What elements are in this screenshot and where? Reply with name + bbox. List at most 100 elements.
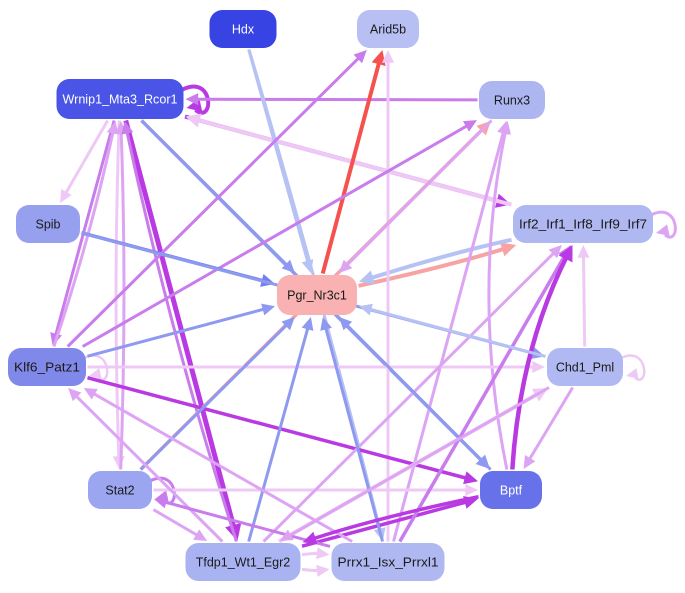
edge-Runx3-to-Pgr <box>344 119 493 268</box>
node-Runx3[interactable]: Runx3 <box>479 81 545 119</box>
edge-Stat2-to-Tfdp1 <box>152 508 200 538</box>
node-box-Arid5b[interactable] <box>357 10 419 48</box>
edge-Chd1-to-Bptf-arrowhead <box>523 454 536 469</box>
node-box-Runx3[interactable] <box>479 81 545 119</box>
edge-Pgr-to-Irf2-arrowhead <box>500 242 517 257</box>
edge-Tfdp1-to-Klf6 <box>73 393 224 543</box>
edge-Chd1-to-Pgr-arrowhead <box>359 303 373 316</box>
node-box-Spib[interactable] <box>16 205 80 243</box>
edge-Prrx1-to-Irf2 <box>398 252 568 543</box>
edge-Chd1-to-Chd1-selfloop <box>620 354 646 382</box>
node-Irf2[interactable]: Irf2_Irf1_Irf8_Irf9_Irf7 <box>513 205 653 243</box>
edge-Bptf-to-Tfdp1 <box>311 495 479 541</box>
edge-Bptf-to-Irf2-arrowhead <box>558 245 573 263</box>
edge-Runx3-to-Pgr-arrowhead <box>339 259 353 273</box>
node-box-Irf2[interactable] <box>513 205 653 243</box>
edge-Klf6-to-Pgr-arrowhead <box>261 303 275 316</box>
edge-Prrx1-to-Stat2-arrowhead <box>154 496 168 509</box>
node-box-Stat2[interactable] <box>88 471 152 509</box>
node-Klf6[interactable]: Klf6_Patz1 <box>8 348 86 386</box>
edge-Chd1-to-Bptf <box>527 386 574 462</box>
edge-Prrx1-to-Runx3 <box>392 129 506 542</box>
node-Bptf[interactable]: Bptf <box>480 471 542 509</box>
node-Arid5b[interactable]: Arid5b <box>357 10 419 48</box>
edge-Stat2-to-Tfdp1-arrowhead <box>193 529 208 541</box>
node-Prrx1[interactable]: Prrx1_Isx_Prrxl1 <box>331 543 445 581</box>
edge-Tfdp1-to-Irf2-arrowhead <box>548 245 562 259</box>
edge-Bptf-to-Tfdp1-arrowhead <box>302 531 318 545</box>
node-box-Klf6[interactable] <box>8 348 86 386</box>
edge-Klf6-to-Pgr <box>87 307 267 358</box>
edge-Stat2-to-Pgr <box>139 322 290 471</box>
edge-Chd1-to-Tfdp1-arrowhead <box>279 529 294 541</box>
edge-Tfdp1-to-Bptf <box>301 499 469 548</box>
edge-Tfdp1-to-Irf2 <box>262 250 557 543</box>
edge-Bptf-to-Pgr-arrowhead <box>338 317 353 331</box>
edge-Wrnip1-to-Spib <box>63 119 109 196</box>
node-Pgr[interactable]: Pgr_Nr3c1 <box>277 275 357 315</box>
edge-Klf6-to-Bptf-arrowhead <box>463 471 478 485</box>
edge-Prrx1-to-Pgr-arrowhead <box>320 317 332 331</box>
edge-Runx3-to-Wrnip1 <box>195 97 478 102</box>
edge-Irf2-to-Irf2-selfloop-arrowhead <box>656 224 670 237</box>
edge-Prrx1-to-Pgr <box>323 325 384 542</box>
edge-Chd1-to-Tfdp1 <box>287 386 550 538</box>
edge-Irf2-to-Wrnip1-arrowhead <box>185 113 202 128</box>
edge-Stat2-to-Bptf-arrowhead <box>465 483 478 497</box>
edge-Bptf-to-Pgr <box>344 322 492 471</box>
edges-layer <box>50 49 677 577</box>
node-box-Hdx[interactable] <box>209 10 277 48</box>
edge-Pgr-to-Arid5b <box>320 60 382 275</box>
node-box-Wrnip1[interactable] <box>56 79 184 119</box>
node-Wrnip1[interactable]: Wrnip1_Mta3_Rcor1 <box>56 79 184 119</box>
edge-Wrnip1-to-Spib-arrowhead <box>60 188 72 203</box>
edge-Wrnip1-to-Tfdp1 <box>123 119 237 530</box>
node-Tfdp1[interactable]: Tfdp1_Wt1_Egr2 <box>185 543 301 581</box>
edge-Stat2-to-Wrnip1 <box>119 130 126 470</box>
edge-Pgr-to-Irf2 <box>358 246 507 288</box>
edge-Klf6-to-Chd1-arrowhead <box>532 360 545 374</box>
edge-Wrnip1-to-Klf6 <box>53 120 116 338</box>
edge-Tfdp1-to-Klf6-arrowhead <box>68 388 82 402</box>
edge-Tfdp1-to-Pgr-arrowhead <box>301 317 314 331</box>
node-Chd1[interactable]: Chd1_Pml <box>547 348 623 386</box>
node-box-Chd1[interactable] <box>547 348 623 386</box>
edge-Tfdp1-to-Prrx1-arrowhead <box>316 564 330 577</box>
edge-Wrnip1-to-Wrnip1-selfloop-arrowhead <box>186 97 203 112</box>
edge-Irf2-to-Pgr-arrowhead <box>359 270 376 285</box>
edge-Wrnip1-to-Stat2-arrowhead <box>112 456 125 469</box>
edge-Bptf-to-Runx3 <box>487 130 509 470</box>
edge-Prrx1-to-Arid5b-arrowhead <box>381 50 395 63</box>
edge-Runx3-to-Wrnip1-arrowhead <box>185 93 199 106</box>
edge-Tfdp1-to-Pgr <box>247 325 310 542</box>
edge-Prrx1-to-Klf6-arrowhead <box>83 388 98 400</box>
edge-Stat2-to-Pgr-arrowhead <box>281 317 295 331</box>
edge-Tfdp1-to-Prrx1-arrowhead <box>316 547 330 560</box>
node-box-Bptf[interactable] <box>480 471 542 509</box>
edge-Pgr-to-Arid5b-arrowhead <box>371 50 386 66</box>
edge-Bptf-to-Irf2 <box>510 254 570 470</box>
node-Spib[interactable]: Spib <box>16 205 80 243</box>
edge-Chd1-to-Pgr <box>367 307 546 358</box>
edge-Klf6-to-Runx3-arrowhead <box>462 120 477 132</box>
node-box-Tfdp1[interactable] <box>185 543 301 581</box>
edge-Prrx1-to-Stat2 <box>162 500 331 548</box>
edge-Wrnip1-to-Stat2 <box>114 120 121 460</box>
node-box-Pgr[interactable] <box>277 275 357 315</box>
edge-Klf6-to-Bptf <box>87 376 469 481</box>
edge-Tfdp1-to-Wrnip1 <box>125 130 238 542</box>
edge-Irf2-to-Irf2-selfloop <box>650 210 677 239</box>
edge-Chd1-to-Irf2-arrowhead <box>577 245 590 258</box>
edge-Klf6-to-Wrnip1-arrowhead <box>106 121 119 135</box>
edge-Klf6-to-Arid5b-arrowhead <box>353 50 367 64</box>
edge-Klf6-to-Wrnip1 <box>52 130 115 347</box>
edge-Klf6-to-Klf6-selfloop-arrowhead <box>89 368 102 379</box>
node-box-Prrx1[interactable] <box>331 543 445 581</box>
node-Hdx[interactable]: Hdx <box>209 10 277 48</box>
edge-Klf6-to-Runx3 <box>81 123 470 348</box>
edge-Tfdp1-to-Wrnip1-arrowhead <box>121 121 134 135</box>
node-Stat2[interactable]: Stat2 <box>88 471 152 509</box>
